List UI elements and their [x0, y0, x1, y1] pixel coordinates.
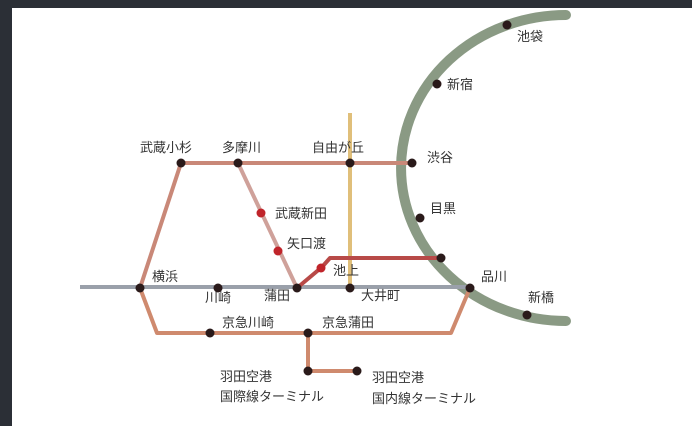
ikegami-line: [295, 256, 441, 290]
toyoko-oimachi-line: [138, 161, 412, 289]
label-musashi-nitta: 武蔵新田: [275, 206, 327, 222]
station-dot-yaguchinowatashi[interactable]: [273, 246, 283, 256]
station-dot-tamagawa[interactable]: [233, 158, 243, 168]
station-dot-haneda-domestic[interactable]: [352, 366, 362, 376]
station-dot-kawasaki[interactable]: [213, 283, 223, 293]
label-shibuya: 渋谷: [427, 151, 453, 166]
station-dot-kamata[interactable]: [292, 283, 302, 293]
station-dot-meguro[interactable]: [415, 213, 425, 223]
station-dot-shibuya[interactable]: [407, 158, 417, 168]
label-shimbashi: 新橋: [528, 290, 554, 306]
label-shinagawa: 品川: [481, 270, 507, 285]
station-dot-musashi-kosugi[interactable]: [176, 158, 186, 168]
station-dot-shinjuku[interactable]: [432, 79, 442, 89]
station-dot-ikebukuro[interactable]: [502, 20, 512, 30]
label-tamagawa: 多摩川: [222, 140, 261, 156]
keikyu-airport-line: [306, 333, 357, 373]
route-map-canvas: 池袋 新宿 渋谷 目黒 品川 新橋 武蔵小杉 多摩川 自由が丘 武蔵新田 矢口渡…: [12, 8, 692, 426]
label-keikyu-kamata: 京急蒲田: [322, 316, 374, 331]
yamanote-line: [396, 10, 571, 326]
label-meguro: 目黒: [430, 202, 456, 217]
label-kamata: 蒲田: [264, 289, 290, 304]
label-yokohama: 横浜: [152, 270, 178, 285]
station-dot-haneda-international[interactable]: [303, 366, 313, 376]
label-kawasaki: 川崎: [205, 291, 231, 306]
station-dot-shinagawa[interactable]: [465, 283, 475, 293]
label-musashi-kosugi: 武蔵小杉: [140, 141, 192, 156]
station-dot-meguro-2[interactable]: [436, 253, 446, 263]
label-jiyugaoka: 自由が丘: [312, 141, 364, 156]
station-dot-ikegami[interactable]: [316, 263, 326, 273]
tamagawa-line: [236, 162, 299, 289]
label-haneda-domestic-1: 羽田空港: [372, 371, 424, 386]
label-ikegami: 池上: [333, 264, 359, 279]
station-dot-musashi-nitta[interactable]: [256, 208, 266, 218]
label-oimachi: 大井町: [361, 289, 400, 304]
label-keikyu-kawasaki: 京急川崎: [222, 316, 274, 331]
station-dot-yokohama[interactable]: [135, 283, 145, 293]
station-dot-jiyugaoka[interactable]: [345, 158, 355, 168]
label-haneda-international-1: 羽田空港: [220, 370, 272, 385]
station-dot-shimbashi[interactable]: [522, 310, 532, 320]
station-dot-oimachi[interactable]: [345, 283, 355, 293]
keikyu-main-line: [138, 287, 472, 335]
label-haneda-domestic-2: 国内線ターミナル: [372, 391, 476, 407]
label-haneda-international-2: 国際線ターミナル: [220, 389, 324, 405]
label-ikebukuro: 池袋: [517, 30, 543, 45]
station-dot-keikyu-kamata[interactable]: [303, 328, 313, 338]
label-shinjuku: 新宿: [447, 77, 473, 93]
label-yaguchinowatashi: 矢口渡: [287, 236, 326, 252]
station-dot-keikyu-kawasaki[interactable]: [205, 328, 215, 338]
route-map: 池袋 新宿 渋谷 目黒 品川 新橋 武蔵小杉 多摩川 自由が丘 武蔵新田 矢口渡…: [80, 10, 571, 407]
